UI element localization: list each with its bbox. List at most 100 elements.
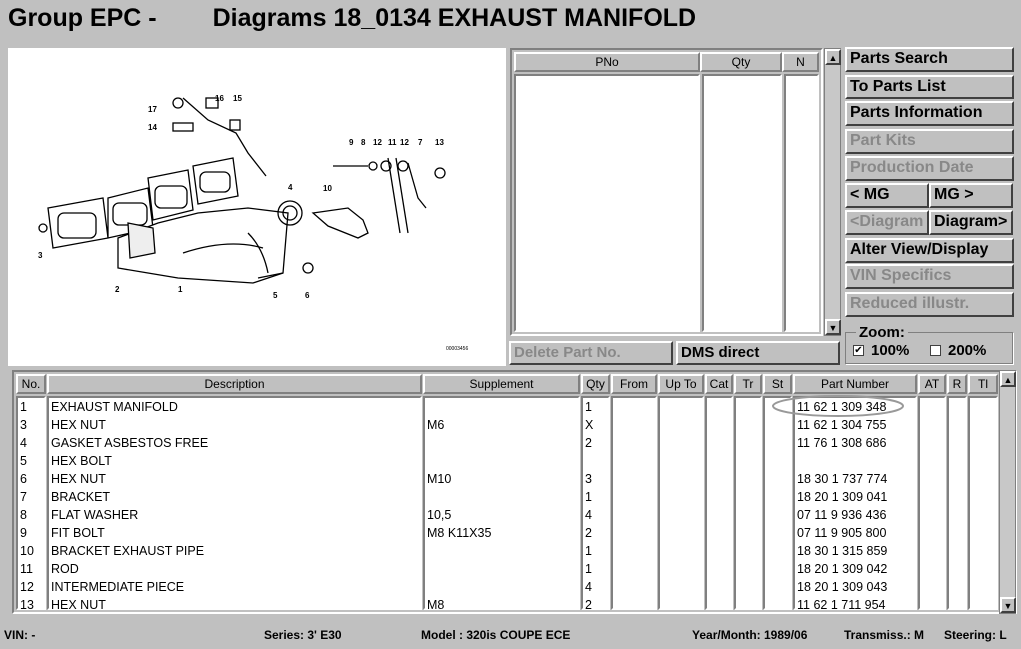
col-header-no[interactable]: No. xyxy=(16,374,46,394)
zoom-200-checkbox[interactable] xyxy=(930,345,941,356)
alter-view-button[interactable]: Alter View/Display xyxy=(845,238,1014,263)
cell-description[interactable]: ROD xyxy=(51,562,79,576)
cell-no[interactable]: 9 xyxy=(20,526,27,540)
prev-mg-button[interactable]: < MG xyxy=(845,183,929,208)
cell-part-number[interactable]: 11 76 1 308 686 xyxy=(797,436,887,450)
col-header-description[interactable]: Description xyxy=(47,374,422,394)
cell-qty[interactable]: 1 xyxy=(585,400,592,414)
col-header-supplement[interactable]: Supplement xyxy=(423,374,580,394)
cell-description[interactable]: HEX NUT xyxy=(51,472,106,486)
cell-no[interactable]: 10 xyxy=(20,544,34,558)
cell-part-number[interactable]: 11 62 1 304 755 xyxy=(797,418,887,432)
col-header-part-number[interactable]: Part Number xyxy=(793,374,917,394)
zoom-200-label[interactable]: 200% xyxy=(948,342,987,359)
cell-qty[interactable]: 1 xyxy=(585,544,592,558)
cell-no[interactable]: 13 xyxy=(20,598,34,612)
dms-direct-button[interactable]: DMS direct xyxy=(676,341,840,365)
cell-part-number[interactable]: 07 11 9 936 436 xyxy=(797,508,887,522)
cell-description[interactable]: FIT BOLT xyxy=(51,526,105,540)
reduced-illustr-button[interactable]: Reduced illustr. xyxy=(845,292,1014,317)
vin-specifics-button[interactable]: VIN Specifics xyxy=(845,264,1014,289)
parts-table-scrollbar[interactable]: ▲ ▼ xyxy=(999,370,1016,614)
cell-part-number[interactable]: 18 30 1 315 859 xyxy=(797,544,888,558)
zoom-100-label[interactable]: 100% xyxy=(871,342,910,359)
cell-part-number[interactable]: 07 11 9 905 800 xyxy=(797,526,887,540)
cell-no[interactable]: 6 xyxy=(20,472,27,486)
callout-5[interactable]: 5 xyxy=(273,291,278,300)
cell-part-number[interactable]: 11 62 1 309 348 xyxy=(797,400,887,414)
cell-qty[interactable]: 3 xyxy=(585,472,592,486)
callout-8[interactable]: 8 xyxy=(361,138,366,147)
callout-17[interactable]: 17 xyxy=(148,105,157,114)
cell-no[interactable]: 4 xyxy=(20,436,27,450)
next-mg-button[interactable]: MG > xyxy=(929,183,1013,208)
delete-part-button[interactable]: Delete Part No. xyxy=(509,341,673,365)
col-header-from[interactable]: From xyxy=(611,374,657,394)
callout-12[interactable]: 12 xyxy=(373,138,382,147)
cell-qty[interactable]: 1 xyxy=(585,490,592,504)
scroll-up-arrow-icon[interactable]: ▲ xyxy=(825,49,841,65)
cell-no[interactable]: 5 xyxy=(20,454,27,468)
parts-information-button[interactable]: Parts Information xyxy=(845,101,1014,126)
col-header-qty[interactable]: Qty xyxy=(581,374,610,394)
next-diagram-button[interactable]: Diagram> xyxy=(929,210,1013,235)
cell-description[interactable]: HEX NUT xyxy=(51,598,106,612)
part-kits-button[interactable]: Part Kits xyxy=(845,129,1014,154)
cell-supplement[interactable]: 10,5 xyxy=(427,508,452,522)
cell-supplement[interactable]: M10 xyxy=(427,472,452,486)
cell-description[interactable]: INTERMEDIATE PIECE xyxy=(51,580,185,594)
callout-3[interactable]: 3 xyxy=(38,251,43,260)
col-header-cat[interactable]: Cat xyxy=(705,374,733,394)
selected-parts-list[interactable]: PNo Qty N xyxy=(510,48,823,336)
cell-description[interactable]: HEX NUT xyxy=(51,418,106,432)
cell-description[interactable]: HEX BOLT xyxy=(51,454,112,468)
cell-description[interactable]: FLAT WASHER xyxy=(51,508,139,522)
callout-2[interactable]: 2 xyxy=(115,285,120,294)
cell-qty[interactable]: 4 xyxy=(585,508,592,522)
col-header-pno[interactable]: PNo xyxy=(514,52,700,72)
cell-no[interactable]: 8 xyxy=(20,508,27,522)
cell-qty[interactable]: 2 xyxy=(585,598,592,612)
col-header-up-to[interactable]: Up To xyxy=(658,374,704,394)
cell-description[interactable]: BRACKET xyxy=(51,490,111,504)
callout-7[interactable]: 7 xyxy=(418,138,423,147)
callout-4[interactable]: 4 xyxy=(288,183,293,192)
cell-supplement[interactable]: M8 xyxy=(427,598,445,612)
parts-search-button[interactable]: Parts Search xyxy=(845,47,1014,72)
callout-1[interactable]: 1 xyxy=(178,285,183,294)
cell-qty[interactable]: 1 xyxy=(585,562,592,576)
cell-description[interactable]: EXHAUST MANIFOLD xyxy=(51,400,178,414)
cell-part-number[interactable]: 11 62 1 711 954 xyxy=(797,598,886,612)
col-header-st[interactable]: St xyxy=(763,374,792,394)
zoom-100-checkbox[interactable]: ✔ xyxy=(853,345,864,356)
col-header-tl[interactable]: Tl xyxy=(968,374,998,394)
cell-no[interactable]: 3 xyxy=(20,418,27,432)
col-header-n[interactable]: N xyxy=(782,52,819,72)
callout-9[interactable]: 9 xyxy=(349,138,354,147)
col-header-qty[interactable]: Qty xyxy=(700,52,782,72)
cell-qty[interactable]: 2 xyxy=(585,526,592,540)
cell-description[interactable]: GASKET ASBESTOS FREE xyxy=(51,436,209,450)
cell-supplement[interactable]: M6 xyxy=(427,418,445,432)
cell-part-number[interactable]: 18 20 1 309 043 xyxy=(797,580,888,594)
cell-no[interactable]: 12 xyxy=(20,580,34,594)
callout-15[interactable]: 15 xyxy=(233,94,242,103)
cell-part-number[interactable]: 18 30 1 737 774 xyxy=(797,472,888,486)
col-header-tr[interactable]: Tr xyxy=(734,374,762,394)
cell-no[interactable]: 11 xyxy=(20,562,33,576)
callout-10[interactable]: 10 xyxy=(323,184,332,193)
callout-11[interactable]: 11 xyxy=(388,138,397,147)
prev-diagram-button[interactable]: <Diagram xyxy=(845,210,929,235)
exploded-diagram[interactable]: 17 16 15 14 9 8 12 11 12 7 13 4 10 3 2 1… xyxy=(8,48,506,366)
cell-part-number[interactable]: 18 20 1 309 041 xyxy=(797,490,888,504)
callout-6[interactable]: 6 xyxy=(305,291,310,300)
scroll-up-arrow-icon[interactable]: ▲ xyxy=(1000,371,1016,387)
callout-12b[interactable]: 12 xyxy=(400,138,409,147)
cell-qty[interactable]: 2 xyxy=(585,436,592,450)
col-header-at[interactable]: AT xyxy=(918,374,946,394)
callout-16[interactable]: 16 xyxy=(215,94,224,103)
cell-no[interactable]: 1 xyxy=(20,400,27,414)
callout-14[interactable]: 14 xyxy=(148,123,157,132)
to-parts-list-button[interactable]: To Parts List xyxy=(845,75,1014,99)
